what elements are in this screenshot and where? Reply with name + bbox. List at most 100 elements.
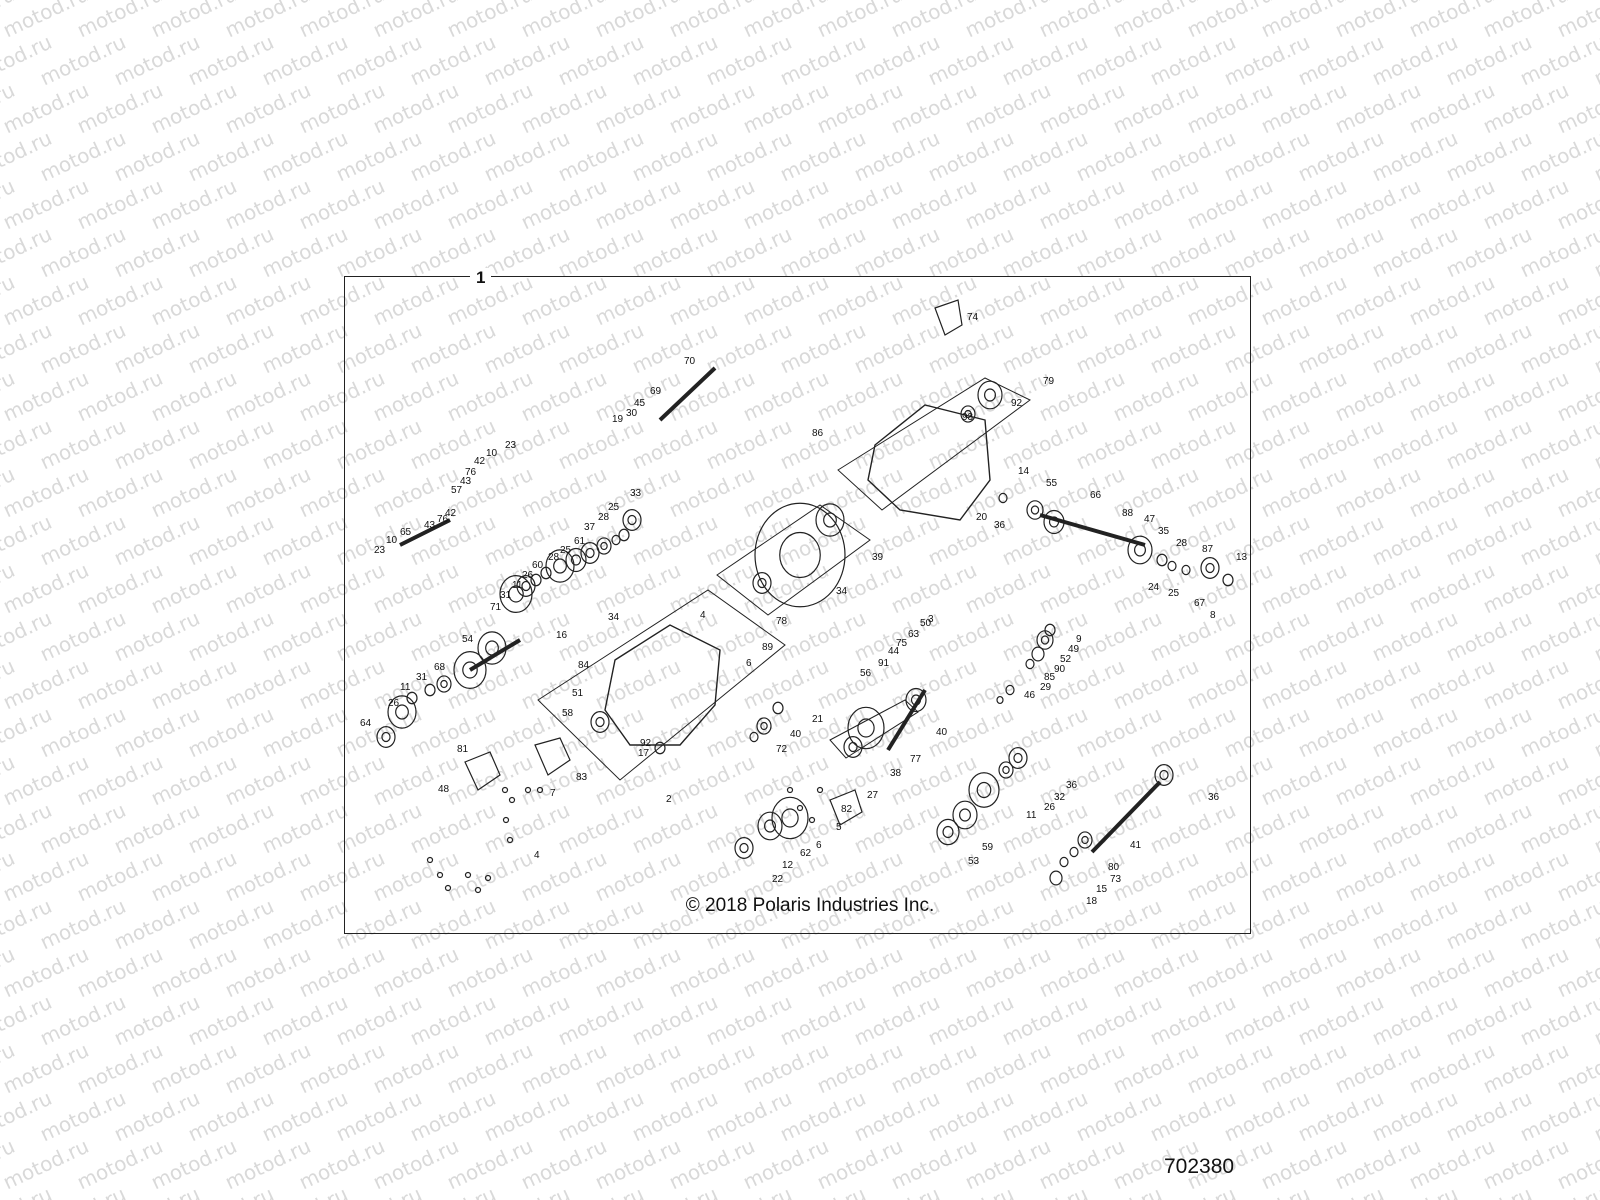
part-bolt xyxy=(808,816,816,824)
part-ring xyxy=(752,572,772,594)
part-ring xyxy=(843,736,863,758)
part-callout: 11 xyxy=(512,580,523,591)
part-callout: 41 xyxy=(1130,840,1142,851)
part-callout: 3 xyxy=(928,614,934,625)
part-ring xyxy=(1156,553,1168,567)
part-shaft xyxy=(399,518,451,547)
part-callout: 28 xyxy=(598,512,610,523)
assembly-callout: 1 xyxy=(470,268,492,288)
part-callout: 78 xyxy=(776,616,788,627)
part-callout: 7 xyxy=(550,788,556,799)
part-ring-bore xyxy=(983,388,996,402)
part-callout: 79 xyxy=(1043,376,1055,387)
part-callout: 58 xyxy=(562,708,574,719)
part-ring xyxy=(936,818,960,846)
part-ring xyxy=(1049,870,1063,886)
part-ring-bore xyxy=(942,825,954,839)
part-ring xyxy=(1181,564,1191,576)
part-callout: 44 xyxy=(888,646,900,657)
copyright-text: © 2018 Polaris Industries Inc. xyxy=(685,895,935,916)
mount-bracket xyxy=(934,299,963,336)
part-callout: 34 xyxy=(608,612,620,623)
part-callout: 25 xyxy=(1168,588,1180,599)
part-callout: 88 xyxy=(1122,508,1134,519)
part-ring xyxy=(1077,831,1093,849)
ring-gear-group-box xyxy=(716,504,871,616)
part-ring xyxy=(453,650,487,689)
part-ring xyxy=(771,796,809,840)
part-callout: 86 xyxy=(812,428,824,439)
part-callout: 91 xyxy=(878,658,890,669)
part-callout: 84 xyxy=(578,660,590,671)
part-callout: 6 xyxy=(816,840,822,851)
rear-transmission-case xyxy=(867,404,991,521)
part-bolt xyxy=(501,786,509,794)
part-callout: 24 xyxy=(1148,582,1160,593)
part-callout: 2 xyxy=(666,794,672,805)
part-callout: 18 xyxy=(1086,896,1098,907)
part-ring xyxy=(1154,764,1174,786)
part-callout: 93 xyxy=(962,412,974,423)
part-callout: 35 xyxy=(1158,526,1170,537)
part-callout: 34 xyxy=(836,586,848,597)
part-callout: 11 xyxy=(1026,810,1037,821)
part-callout: 22 xyxy=(772,874,784,885)
front-transmission-case xyxy=(604,624,721,746)
part-ring xyxy=(977,380,1003,410)
part-ring xyxy=(1127,535,1153,565)
part-ring-bore xyxy=(462,661,478,679)
part-ring xyxy=(968,772,1000,808)
part-callout: 43 xyxy=(424,520,436,531)
bearing-group-box xyxy=(829,699,919,759)
part-callout: 68 xyxy=(434,662,446,673)
part-callout: 40 xyxy=(936,727,948,738)
part-callout: 52 xyxy=(1060,654,1072,665)
cover-plate xyxy=(829,789,863,826)
part-callout: 72 xyxy=(776,744,788,755)
part-shaft xyxy=(1039,513,1146,547)
part-callout: 14 xyxy=(1018,466,1030,477)
part-ring-bore xyxy=(857,718,875,738)
copyright-notice: © 2018 Polaris Industries Inc. xyxy=(0,895,1600,917)
part-callout: 53 xyxy=(968,856,980,867)
part-callout: 26 xyxy=(522,570,534,581)
part-callout: 15 xyxy=(1096,884,1108,895)
part-callout: 77 xyxy=(910,754,922,765)
part-bolt xyxy=(524,786,532,794)
part-ring-bore xyxy=(1159,769,1169,781)
part-callout: 82 xyxy=(841,804,853,815)
part-ring xyxy=(757,811,783,841)
part-ring xyxy=(1167,560,1177,572)
part-ring xyxy=(1044,623,1056,637)
part-shaft xyxy=(886,688,927,752)
part-callout: 87 xyxy=(1202,544,1214,555)
part-callout: 32 xyxy=(1054,792,1066,803)
part-callout: 90 xyxy=(1054,664,1066,675)
part-callout: 29 xyxy=(1040,682,1052,693)
part-callout: 92 xyxy=(640,738,652,749)
part-callout: 85 xyxy=(1044,672,1056,683)
part-ring-bore xyxy=(1081,835,1089,845)
part-ring-bore xyxy=(1040,635,1050,645)
part-callout: 48 xyxy=(438,784,450,795)
part-ring xyxy=(540,566,552,580)
part-ring-bore xyxy=(848,741,858,753)
part-callout: 60 xyxy=(532,560,544,571)
part-ring xyxy=(1031,646,1045,662)
part-callout: 54 xyxy=(462,634,474,645)
part-callout: 28 xyxy=(548,552,560,563)
part-ring-bore xyxy=(508,585,524,603)
part-ring-bore xyxy=(627,514,637,526)
part-callout: 4 xyxy=(534,850,540,861)
part-bolt xyxy=(502,816,510,824)
part-bolt xyxy=(796,804,804,812)
part-callout: 62 xyxy=(800,848,812,859)
part-ring xyxy=(815,503,845,537)
cover-plate xyxy=(534,737,571,776)
part-callout: 57 xyxy=(451,485,463,496)
part-callout: 42 xyxy=(474,456,486,467)
part-callout: 23 xyxy=(505,440,517,451)
part-ring xyxy=(1036,630,1054,650)
part-ring xyxy=(1008,747,1028,769)
